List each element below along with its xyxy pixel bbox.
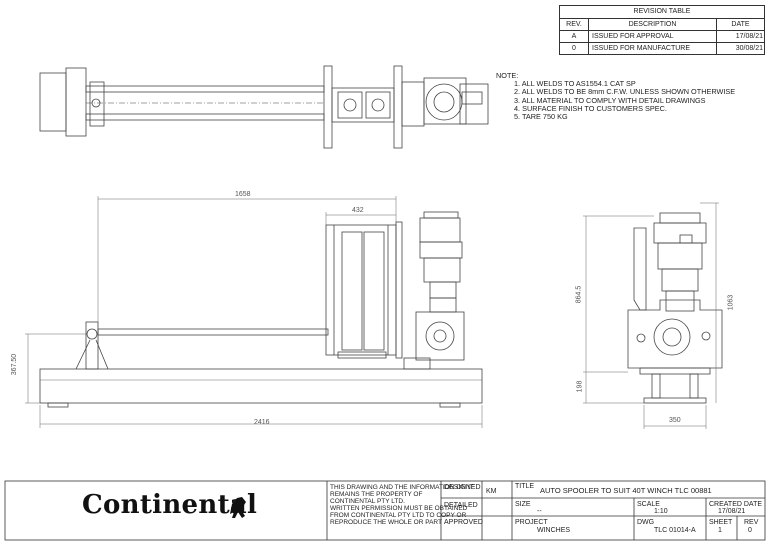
scale-value: 1:10 bbox=[654, 508, 668, 515]
dim-base-length: 2416 bbox=[254, 419, 270, 426]
rev-value: 0 bbox=[748, 527, 752, 534]
side-view bbox=[627, 212, 723, 404]
note-item: 2. ALL WELDS TO BE 8mm C.F.W. UNLESS SHO… bbox=[514, 87, 736, 97]
dim-overall-top: 1658 bbox=[235, 191, 251, 198]
title-label: TITLE bbox=[515, 483, 535, 490]
revision-row-rev: A bbox=[571, 33, 577, 40]
designed-label: DESIGNED bbox=[444, 484, 481, 491]
title-value: AUTO SPOOLER TO SUIT 40T WINCH TLC 00881 bbox=[540, 486, 712, 495]
scale-label: SCALE bbox=[637, 501, 660, 508]
project-value: WINCHES bbox=[537, 527, 571, 534]
detailed-label: DETAILED bbox=[444, 502, 478, 509]
rev-label: REV bbox=[744, 519, 759, 526]
revision-row-description: ISSUED FOR MANUFACTURE bbox=[592, 45, 691, 52]
revision-row-date: 17/08/21 bbox=[735, 33, 763, 40]
revision-row-description: ISSUED FOR APPROVAL bbox=[592, 33, 674, 40]
note-item: 1. ALL WELDS TO AS1554.1 CAT SP bbox=[514, 79, 636, 89]
notes-block: NOTE: 1. ALL WELDS TO AS1554.1 CAT SP 2.… bbox=[496, 71, 736, 122]
title-block-frame bbox=[4, 480, 766, 541]
designed-value: KM bbox=[486, 488, 497, 495]
dimension-lines bbox=[25, 196, 719, 429]
top-view bbox=[39, 65, 489, 149]
date-header: DATE bbox=[731, 21, 750, 28]
note-item: 5. TARE 750 KG bbox=[514, 112, 568, 122]
created-label: CREATED DATE bbox=[709, 501, 763, 508]
notes-heading: NOTE: bbox=[496, 71, 519, 80]
sheet-value: 1 bbox=[718, 527, 722, 534]
revision-table-title: REVISION TABLE bbox=[633, 8, 691, 15]
front-view bbox=[39, 211, 483, 408]
dim-spooler-width: 432 bbox=[352, 207, 364, 214]
dim-side-width: 350 bbox=[669, 417, 681, 424]
company-logo: Continental bbox=[82, 490, 258, 520]
dwg-value: TLC 01014-A bbox=[654, 527, 696, 534]
dwg-label: DWG bbox=[637, 519, 655, 526]
revision-row-rev: 0 bbox=[572, 45, 576, 52]
note-item: 3. ALL MATERIAL TO COMPLY WITH DETAIL DR… bbox=[514, 95, 706, 105]
disclaimer: THIS DRAWING AND THE INFORMATION ON IT R… bbox=[330, 484, 474, 526]
approved-label: APPROVED bbox=[444, 519, 483, 526]
note-item: 4. SURFACE FINISH TO CUSTOMERS SPEC. bbox=[514, 103, 667, 113]
description-header: DESCRIPTION bbox=[628, 21, 677, 28]
project-label: PROJECT bbox=[515, 519, 548, 526]
sheet-label: SHEET bbox=[709, 519, 733, 526]
size-label: SIZE bbox=[515, 501, 531, 508]
rev-header: REV. bbox=[566, 21, 582, 28]
size-value: -- bbox=[537, 508, 542, 515]
created-value: 17/08/21 bbox=[718, 508, 746, 515]
revision-row-date: 30/08/21 bbox=[735, 45, 763, 52]
